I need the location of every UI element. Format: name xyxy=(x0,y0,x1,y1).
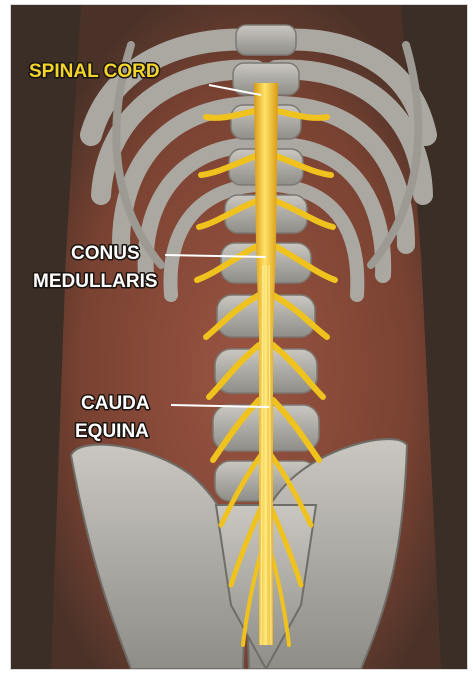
spine-anatomy-illustration: SPINAL CORD CONUS MEDULLARIS CAUDA EQUIN… xyxy=(11,5,467,669)
spinal-cord-label: SPINAL CORD xyxy=(29,61,160,82)
illustration-frame: SPINAL CORD CONUS MEDULLARIS CAUDA EQUIN… xyxy=(10,4,468,670)
cauda-equina-label-line1: CAUDA xyxy=(81,393,150,414)
cauda-equina-label-line2: EQUINA xyxy=(75,421,149,442)
conus-medullaris-label-line2: MEDULLARIS xyxy=(33,271,158,292)
conus-medullaris-label-line1: CONUS xyxy=(71,243,140,264)
